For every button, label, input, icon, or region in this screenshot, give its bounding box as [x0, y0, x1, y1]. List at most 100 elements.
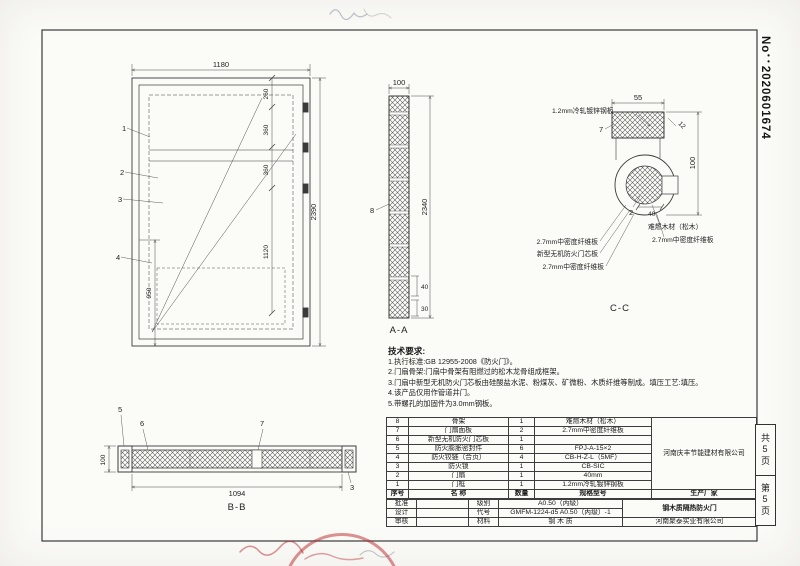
part-maker: 河南庆丰节能建材有限公司: [651, 417, 757, 490]
part-spec: CB-H-Z-L（5MF）: [534, 453, 652, 463]
part-no: 8: [386, 417, 409, 427]
grade-value: A0.50（丙级）: [498, 499, 623, 509]
detail-cc-label: C-C: [610, 303, 630, 314]
technical-requirements: 技术要求: 1.执行标准:GB 12955-2008《防火门》。 2.门扇骨架:…: [388, 346, 754, 409]
part-name: 防火铰链（合页）: [408, 453, 509, 463]
header-qty: 数量: [508, 489, 535, 499]
part-name: 门扇: [408, 471, 509, 481]
page-current: 第5页: [760, 483, 770, 518]
dim-cc-55: 55: [634, 93, 642, 102]
hinge-mark: [302, 142, 309, 153]
company-name: 河南聚泰实业有限公司: [622, 517, 757, 527]
tech-requirement-item: 2.门扇骨架:门扇中骨架有阻燃过的松木龙骨组成框架。: [388, 367, 564, 377]
part-name: 防火膨胀密封件: [408, 444, 509, 454]
title-block-row: 批准 级别 A0.50（丙级） 钢木质隔热防火门: [386, 499, 757, 518]
part-qty: 4: [508, 453, 535, 463]
dim-hinge-top: 260: [263, 88, 270, 99]
section-aa-label: A-A: [390, 325, 409, 336]
part-no: 1: [386, 480, 409, 490]
part-no: 5: [386, 444, 409, 454]
callout-cc-7: 7: [599, 125, 603, 134]
tech-requirement-item: 4.该产品仅用作管道井门。: [388, 388, 475, 398]
sheet-frame: [41, 29, 758, 542]
table-row: 8 骨架 1 难燃木材（松木） 河南庆丰节能建材有限公司: [386, 417, 757, 490]
part-qty: 1: [508, 462, 535, 472]
dim-door-width: 1180: [213, 60, 229, 69]
callout-6: 6: [140, 419, 144, 428]
header-spec: 规格型号: [534, 489, 652, 499]
label-mdf-left-top: 2.7mm中密度纤维板: [536, 237, 598, 246]
label-steel-sheet: 1.2mm冷轧镀锌钢板: [552, 106, 614, 115]
section-aa-view: [388, 95, 410, 319]
front-elevation-view: [131, 77, 311, 347]
part-name: 骨架: [408, 417, 509, 427]
part-no: 7: [386, 426, 409, 436]
design-signature: [416, 508, 469, 518]
part-qty: 6: [508, 444, 535, 454]
label-mdf-left-bottom: 2.7mm中密度纤维板: [542, 262, 604, 271]
detail-cc-view: [611, 111, 679, 216]
title-block-row: 审核 材料 钢 木 质 河南聚泰实业有限公司: [386, 517, 757, 527]
page-number-box: 共5页 第5页: [755, 424, 776, 526]
grade-label: 级别: [468, 499, 499, 509]
hinge-mark: [302, 307, 309, 318]
label-flame-retardant-wood: 难燃木材（松木）: [648, 222, 702, 231]
parts-and-title-block: 8 骨架 1 难燃木材（松木） 河南庆丰节能建材有限公司 7 门扇面板 2 2.…: [386, 417, 757, 527]
part-no: 4: [386, 453, 409, 463]
part-spec: 40mm: [534, 471, 652, 481]
front-elevation-dimensions: [120, 64, 326, 346]
product-name: 钢木质隔热防火门: [622, 499, 757, 518]
parts-table: 8 骨架 1 难燃木材（松木） 河南庆丰节能建材有限公司 7 门扇面板 2 2.…: [386, 417, 757, 499]
code-value: GMFM-1224-d5 A0.50（丙级）-1: [498, 508, 623, 518]
callout-3: 3: [350, 483, 354, 492]
page-total: 共5页: [756, 425, 775, 476]
dim-bb-length: 1094: [229, 489, 246, 498]
tech-requirement-item: 3.门扇中新型无机防火门芯板由硅酸盐水泥、粉煤灰、矿微粉、木质纤维等制成。填压工…: [388, 377, 703, 387]
dim-door-height: 2390: [309, 204, 318, 221]
section-bb-dimensions: [104, 414, 352, 491]
dim-aa-30: 30: [421, 306, 429, 313]
tech-requirement-item: 1.执行标准:GB 12955-2008《防火门》。: [388, 357, 517, 366]
callout-8: 8: [370, 206, 374, 215]
tech-requirements-title: 技术要求:: [388, 346, 426, 356]
callout-3: 3: [118, 195, 122, 204]
dim-hinge-mid2: 360: [263, 164, 270, 175]
part-qty: 1: [508, 480, 535, 490]
part-no: 6: [386, 435, 409, 445]
check-label: 审核: [386, 517, 417, 527]
material-label: 材料: [468, 517, 499, 527]
section-bb-view: [117, 445, 357, 473]
part-spec: [534, 435, 652, 445]
hinge-mark: [302, 102, 309, 113]
part-qty: 1: [508, 435, 535, 445]
callout-cc-2: 2: [629, 208, 633, 217]
table-row: 1 门框 1 1.2mm冷轧镀锌钢板: [386, 480, 757, 490]
part-name: 门扇面板: [408, 426, 509, 436]
dim-cc-12: 12: [677, 120, 687, 130]
label-core-board: 新型无机防火门芯板: [537, 249, 598, 258]
callout-4: 4: [116, 253, 120, 262]
part-spec: 难燃木材（松木）: [534, 417, 652, 427]
hinge-mark: [302, 183, 309, 194]
part-name: 门框: [408, 480, 509, 490]
part-no: 3: [386, 462, 409, 472]
dim-cc-40: 40: [648, 211, 656, 218]
dim-hinge-bottom: 1120: [263, 245, 270, 259]
dim-cc-100: 100: [688, 157, 697, 170]
detail-cc-dimensions: [599, 99, 702, 267]
part-qty: 1: [508, 417, 535, 427]
callout-5: 5: [118, 405, 122, 414]
section-aa-dimensions: [375, 84, 434, 318]
callout-7: 7: [260, 419, 264, 428]
header-no: 序号: [386, 489, 409, 499]
part-qty: 1: [508, 471, 535, 481]
dim-aa-40: 40: [421, 284, 429, 291]
callout-2: 2: [120, 168, 124, 177]
part-no: 2: [386, 471, 409, 481]
part-spec: 2.7mm中密度纤维板: [534, 426, 652, 436]
part-spec: 1.2mm冷轧镀锌钢板: [534, 480, 652, 490]
approve-signature: [416, 499, 469, 509]
part-spec: CB-SIC: [534, 462, 652, 472]
